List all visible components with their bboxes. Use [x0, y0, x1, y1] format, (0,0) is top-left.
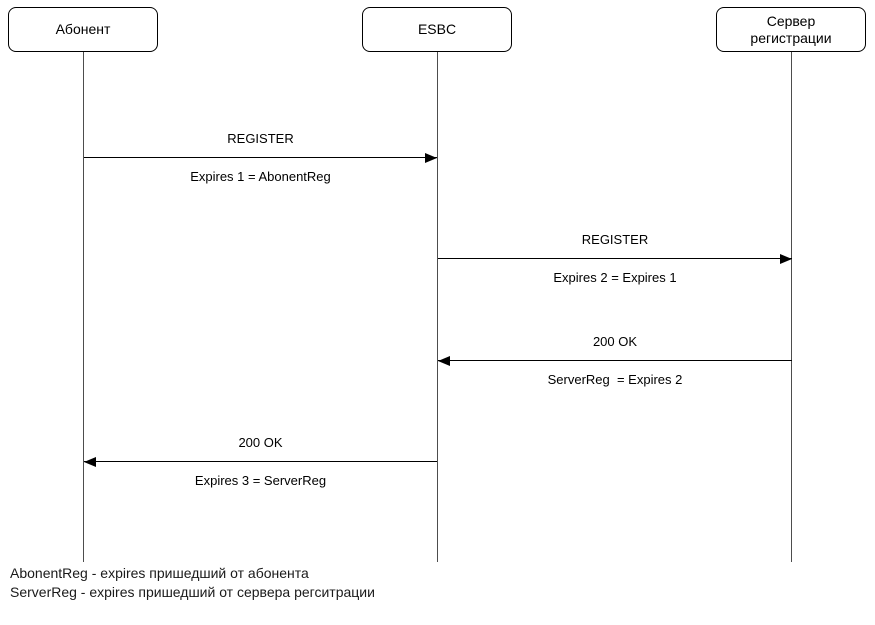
message-arrow-line: [438, 258, 792, 259]
actor-box-subscriber: Абонент: [8, 7, 158, 52]
lifeline-esbc: [437, 52, 438, 562]
lifeline-registration-server: [791, 52, 792, 562]
arrowhead-right-icon: [425, 152, 437, 163]
message-arrow-line: [438, 360, 792, 361]
message-sublabel: ServerReg = Expires 2: [547, 372, 683, 387]
message-register-esbc-to-server: REGISTER Expires 2 = Expires 1: [438, 232, 792, 288]
message-label: 200 OK: [592, 334, 638, 349]
message-register-subscriber-to-esbc: REGISTER Expires 1 = AbonentReg: [84, 131, 437, 187]
message-sublabel: Expires 2 = Expires 1: [553, 270, 677, 285]
arrowhead-left-icon: [438, 355, 450, 366]
message-200ok-esbc-to-subscriber: 200 OK Expires 3 = ServerReg: [84, 435, 437, 491]
message-label: REGISTER: [227, 131, 294, 146]
legend-note-serverreg: ServerReg - expires пришедший от сервера…: [10, 584, 375, 600]
lifeline-subscriber: [83, 52, 84, 562]
arrowhead-left-icon: [84, 456, 96, 467]
message-sublabel: Expires 3 = ServerReg: [194, 473, 327, 488]
legend-note-abonentreg: AbonentReg - expires пришедший от абонен…: [10, 565, 309, 581]
message-sublabel: Expires 1 = AbonentReg: [190, 169, 331, 184]
actor-box-esbc: ESBC: [362, 7, 512, 52]
arrowhead-right-icon: [780, 253, 792, 264]
legend-notes: AbonentReg - expires пришедший от абонен…: [10, 564, 375, 602]
actor-box-registration-server: Сервер регистрации: [716, 7, 866, 52]
message-arrow-line: [84, 157, 437, 158]
message-label: REGISTER: [581, 232, 649, 247]
message-arrow-line: [84, 461, 437, 462]
message-200ok-server-to-esbc: 200 OK ServerReg = Expires 2: [438, 334, 792, 390]
message-label: 200 OK: [238, 435, 283, 450]
